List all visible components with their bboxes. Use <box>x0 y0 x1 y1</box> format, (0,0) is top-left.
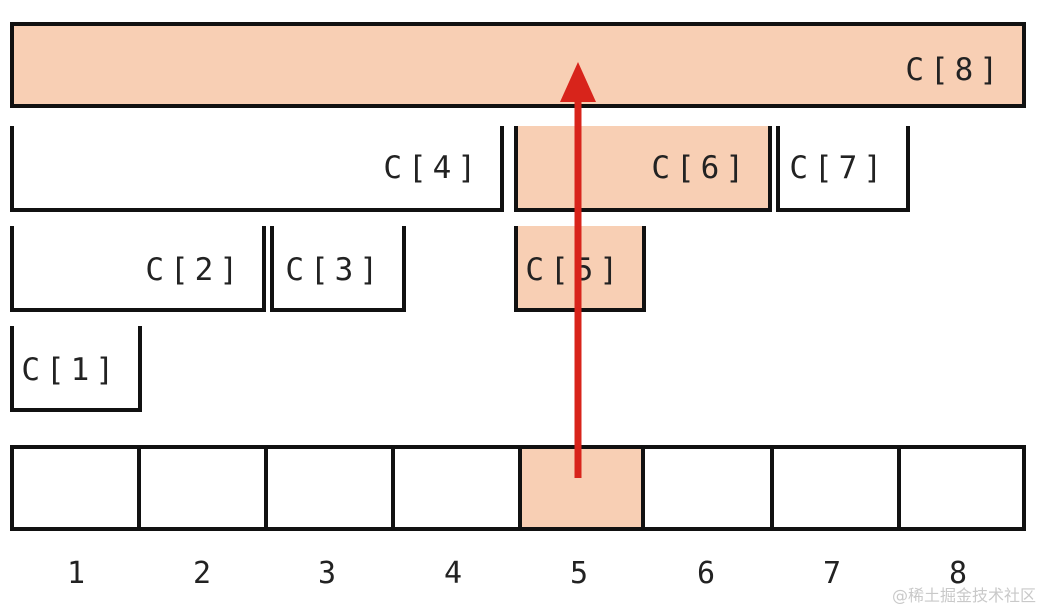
index-label-4: 4 <box>443 556 463 591</box>
node-c4-label: C[4] <box>383 150 482 186</box>
node-c1: C[1] <box>10 326 142 412</box>
array-cell-2 <box>137 445 268 531</box>
arrow-head <box>560 62 596 102</box>
index-label-3: 3 <box>317 556 337 591</box>
node-c3-label: C[3] <box>285 252 384 288</box>
array-cell-7 <box>770 445 901 531</box>
array-cell-8 <box>897 445 1026 531</box>
node-c2-label: C[2] <box>145 252 244 288</box>
array-cell-6 <box>641 445 774 531</box>
node-c1-label: C[1] <box>21 352 120 388</box>
index-label-6: 6 <box>696 556 716 591</box>
node-c8-label: C[8] <box>905 52 1004 88</box>
node-c4: C[4] <box>10 126 504 212</box>
node-c8: C[8] <box>10 22 1026 108</box>
node-c7: C[7] <box>776 126 910 212</box>
index-label-5: 5 <box>569 556 589 591</box>
node-c3: C[3] <box>270 226 406 312</box>
node-c7-label: C[7] <box>789 150 888 186</box>
watermark: @稀土掘金技术社区 <box>891 586 1036 605</box>
node-c6-label: C[6] <box>651 150 750 186</box>
node-c5-label: C[5] <box>525 252 624 288</box>
node-c6: C[6] <box>514 126 772 212</box>
index-label-7: 7 <box>822 556 842 591</box>
index-label-2: 2 <box>192 556 212 591</box>
array-cell-4 <box>391 445 522 531</box>
node-c2: C[2] <box>10 226 266 312</box>
index-label-8: 8 <box>948 556 968 591</box>
index-label-1: 1 <box>66 556 86 591</box>
